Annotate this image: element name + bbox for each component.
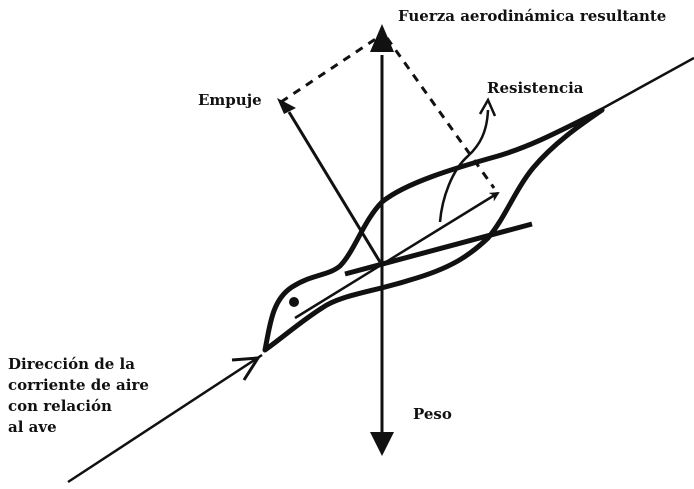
- airflow-arrowhead: [231, 356, 261, 381]
- bird-eye: [289, 297, 299, 307]
- airflow-label-line-3: con relación: [8, 397, 112, 415]
- drag-arrow: [438, 109, 490, 223]
- weight-label: Peso: [413, 405, 452, 423]
- airflow-line-lower: [67, 353, 263, 484]
- resultant-force-label: Fuerza aerodinámica resultante: [398, 7, 667, 25]
- drag-label: Resistencia: [487, 79, 584, 97]
- bird-outline: [262, 107, 605, 353]
- resultant-arrowhead: [370, 24, 394, 52]
- wing-bar: [344, 221, 533, 277]
- airflow-label-line-1: Dirección de la: [8, 355, 135, 373]
- drag-arrowhead: [478, 97, 497, 117]
- thrust-line: [287, 111, 382, 263]
- thrust-label: Empuje: [198, 91, 262, 109]
- airflow-direction-label: Dirección de la corriente de aire con re…: [8, 354, 149, 438]
- dashed-edge-right: [385, 37, 496, 189]
- airflow-label-line-4: al ave: [8, 418, 57, 436]
- airflow-label-line-2: corriente de aire: [8, 376, 149, 394]
- dashed-edge-left: [280, 34, 381, 104]
- body-axis-arrow: [294, 191, 500, 320]
- weight-arrowhead: [370, 432, 394, 456]
- thrust-arrowhead: [277, 98, 296, 114]
